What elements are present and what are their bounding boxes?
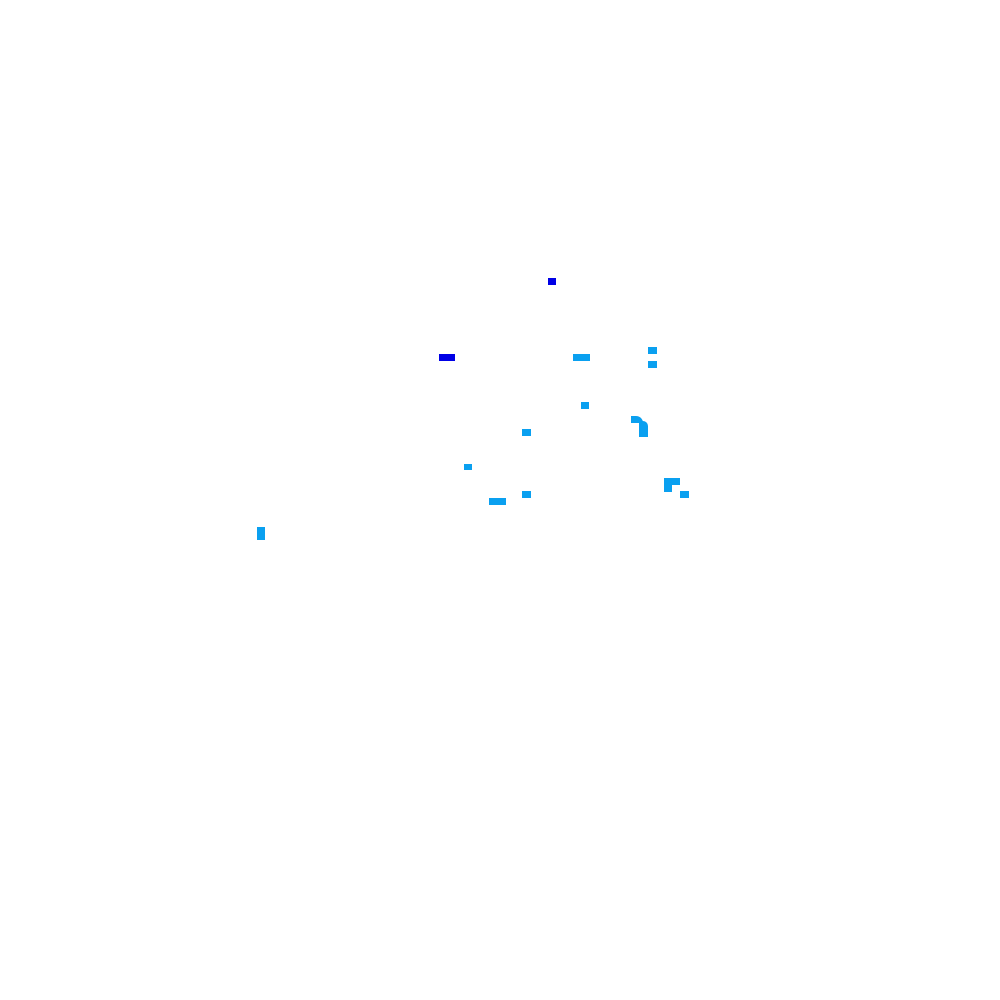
map-marker-l-shape	[664, 478, 680, 485]
map-marker-dark	[439, 354, 455, 361]
map-marker-light	[522, 429, 531, 436]
map-marker-light	[581, 402, 589, 409]
map-marker-light	[648, 347, 657, 354]
map-marker-light	[489, 498, 506, 505]
map-marker-l-shape	[664, 485, 672, 492]
map-marker-light	[648, 361, 657, 368]
map-marker-hook	[631, 416, 643, 423]
map-marker-light	[680, 491, 689, 498]
map-marker-hook	[639, 421, 648, 430]
map-marker-light	[257, 527, 265, 540]
map-marker-light	[573, 354, 590, 361]
map-marker-hook	[639, 430, 648, 437]
map-marker-light	[522, 491, 531, 498]
map-marker-dark	[548, 278, 556, 285]
map-marker-light	[464, 464, 472, 470]
